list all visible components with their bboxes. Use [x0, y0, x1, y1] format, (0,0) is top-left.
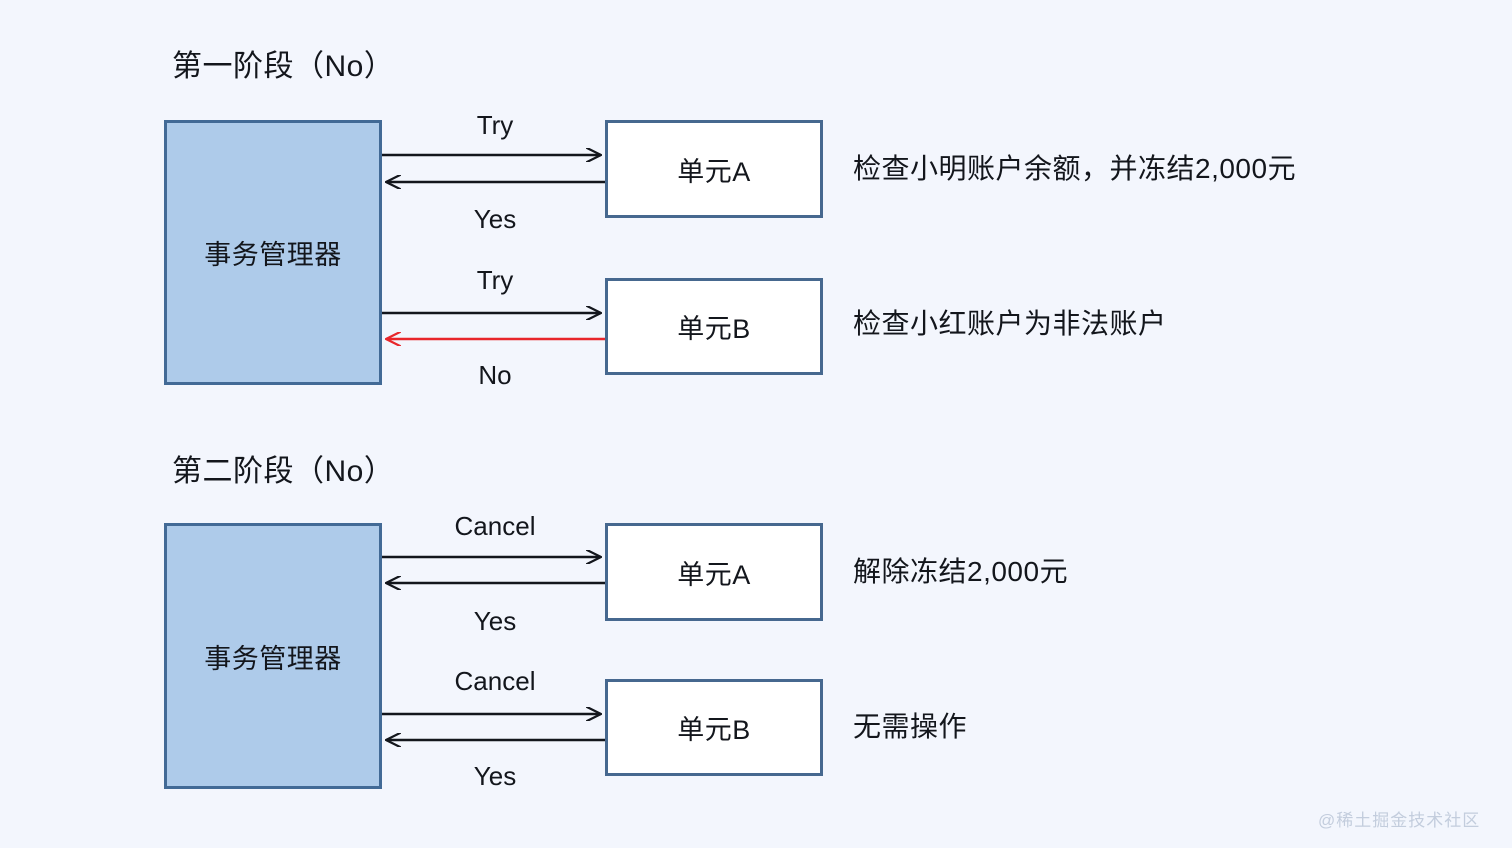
watermark: @稀土掘金技术社区	[1318, 811, 1481, 830]
phase-1-coordinator-label: 事务管理器	[204, 240, 342, 270]
phase-1-unit-a-note: 检查小明账户余额，并冻结2,000元	[853, 153, 1297, 184]
phase-1-unit-b-note: 检查小红账户为非法账户	[853, 308, 1167, 339]
phase-2-unit-a-request-label: Cancel	[454, 511, 536, 541]
phase-1-participant-b-label: 单元B	[677, 314, 751, 344]
phase-1-unit-b-request-label: Try	[476, 265, 514, 295]
phase-2-unit-b-response-label: Yes	[473, 761, 517, 791]
phase-1-coordinator-box: 事务管理器	[164, 120, 382, 385]
phase-1-participant-a-box: 单元A	[605, 120, 823, 218]
phase-2-unit-b-request-label: Cancel	[454, 666, 536, 696]
phase-2-coordinator-label: 事务管理器	[204, 643, 342, 674]
phase-2-coordinator-box: 事务管理器	[164, 523, 382, 789]
phase-2-title: 第二阶段（No）	[172, 455, 395, 488]
phase-2-participant-b-box: 单元B	[605, 679, 823, 776]
phase-2-participant-a-box: 单元A	[605, 523, 823, 621]
phase-1-participant-a-label: 单元A	[677, 156, 751, 187]
phase-2-unit-a-response-label: Yes	[473, 606, 517, 636]
phase-2-unit-a-note: 解除冻结2,000元	[853, 556, 1069, 587]
phase-2-participant-a-label: 单元A	[677, 559, 751, 590]
phase-1-unit-a-request-label: Try	[476, 110, 514, 140]
phase-1-unit-b-response-label: No	[478, 360, 512, 390]
phase-1-participant-b-box: 单元B	[605, 278, 823, 375]
phase-2-unit-b-note: 无需操作	[853, 711, 968, 742]
phase-2-participant-b-label: 单元B	[677, 715, 751, 745]
phase-1-title: 第一阶段（No）	[172, 50, 395, 83]
phase-1-unit-a-response-label: Yes	[473, 204, 517, 234]
